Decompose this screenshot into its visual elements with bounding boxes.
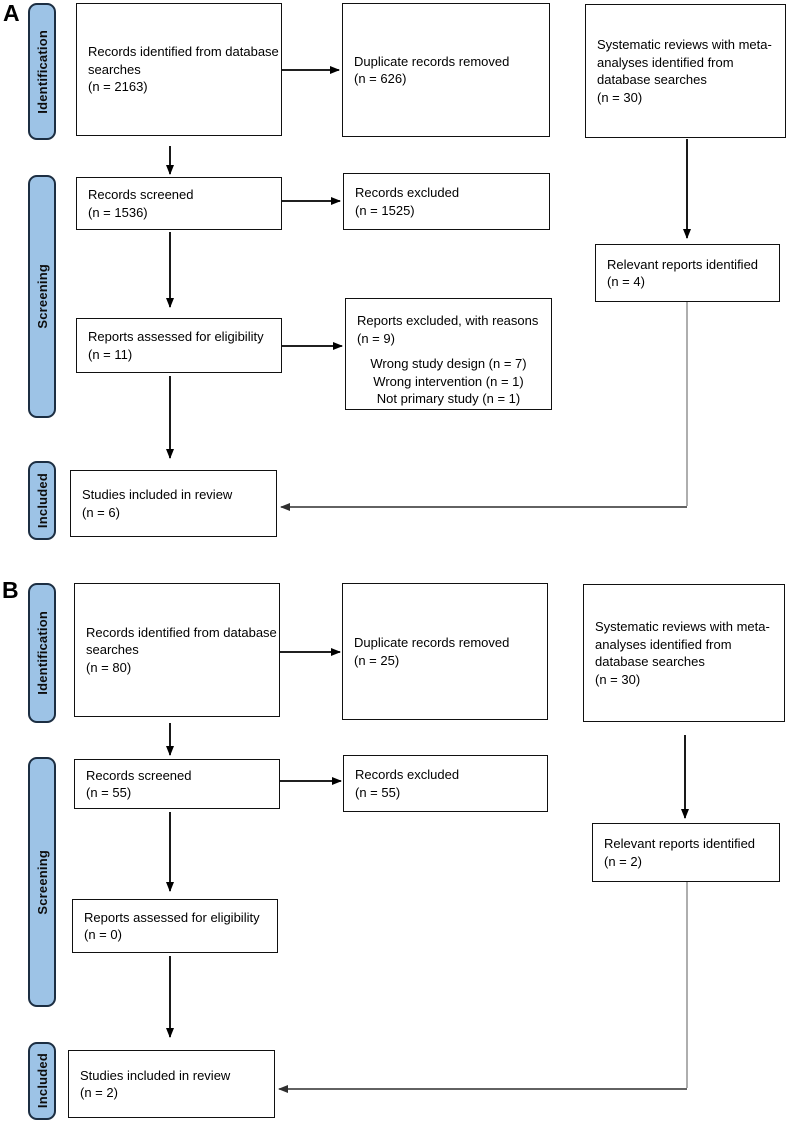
box-text: Records excluded (n = 1525) [355, 185, 460, 218]
box-text: Duplicate records removed (n = 25) [354, 635, 510, 668]
stage-label: Included [34, 472, 50, 529]
box-a-records-excluded: Records excluded (n = 1525) [343, 173, 550, 230]
box-text: Duplicate records removed (n = 626) [354, 53, 510, 87]
box-b-relevant-reports: Relevant reports identified (n = 2) [592, 823, 780, 882]
box-a-reports-excluded-reasons: Reports excluded, with reasons (n = 9) W… [345, 298, 552, 410]
box-text: Reports excluded, with reasons (n = 9) [357, 313, 539, 346]
box-a-reports-assessed: Reports assessed for eligibility (n = 11… [76, 318, 282, 373]
stage-b-screening: Screening [28, 757, 56, 1007]
box-text: Systematic reviews with meta- analyses i… [597, 37, 772, 105]
box-a-duplicates-removed: Duplicate records removed (n = 626) [342, 3, 550, 137]
panel-a-label: A [3, 0, 20, 26]
box-text: Records screened (n = 55) [86, 767, 192, 801]
box-b-studies-included: Studies included in review (n = 2) [68, 1050, 275, 1118]
stage-label: Identification [34, 611, 50, 695]
stage-label: Screening [34, 849, 50, 915]
box-text: Records identified from database searche… [88, 44, 279, 95]
box-a-studies-included: Studies included in review (n = 6) [70, 470, 277, 537]
box-text: Studies included in review (n = 6) [82, 487, 233, 520]
box-a-systematic-reviews: Systematic reviews with meta- analyses i… [585, 4, 786, 138]
exclusion-reasons-list: Wrong study design (n = 7) Wrong interve… [370, 356, 527, 406]
box-text: Records screened (n = 1536) [88, 187, 194, 220]
box-b-duplicates-removed: Duplicate records removed (n = 25) [342, 583, 548, 720]
stage-label: Identification [34, 29, 50, 114]
box-b-records-identified: Records identified from database searche… [74, 583, 280, 717]
box-a-relevant-reports: Relevant reports identified (n = 4) [595, 244, 780, 302]
stage-label: Included [34, 1053, 50, 1109]
stage-b-included: Included [28, 1042, 56, 1120]
stage-a-included: Included [28, 461, 56, 540]
box-text: Records excluded (n = 55) [355, 767, 460, 800]
stage-a-identification: Identification [28, 3, 56, 140]
box-b-reports-assessed: Reports assessed for eligibility (n = 0) [72, 899, 278, 953]
box-text: Records identified from database searche… [86, 624, 277, 675]
box-text: Relevant reports identified (n = 2) [604, 836, 756, 869]
panel-b-label: B [2, 577, 19, 603]
box-b-systematic-reviews: Systematic reviews with meta- analyses i… [583, 584, 785, 722]
stage-a-screening: Screening [28, 175, 56, 418]
box-text: Relevant reports identified (n = 4) [607, 256, 759, 290]
box-a-records-identified: Records identified from database searche… [76, 3, 282, 136]
box-text: Studies included in review (n = 2) [80, 1067, 231, 1101]
stage-b-identification: Identification [28, 583, 56, 723]
box-b-records-excluded: Records excluded (n = 55) [343, 755, 548, 812]
box-text: Reports assessed for eligibility (n = 0) [84, 909, 260, 943]
box-b-records-screened: Records screened (n = 55) [74, 759, 280, 809]
box-text: Systematic reviews with meta- analyses i… [595, 619, 770, 687]
box-a-records-screened: Records screened (n = 1536) [76, 177, 282, 230]
box-text: Reports assessed for eligibility (n = 11… [88, 329, 264, 362]
stage-label: Screening [34, 264, 50, 329]
